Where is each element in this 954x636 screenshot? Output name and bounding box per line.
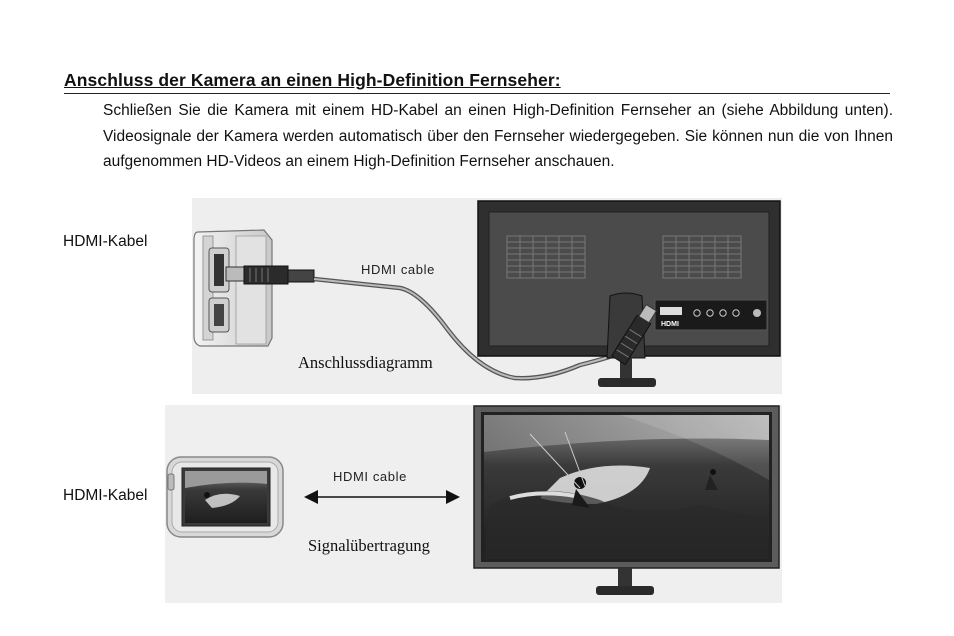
caption-connection-diagram: Anschlussdiagramm bbox=[298, 353, 433, 372]
cable-label-top: HDMI cable bbox=[361, 262, 435, 277]
camera-front-view bbox=[166, 456, 284, 538]
tv-hdmi-port-label: HDMI bbox=[661, 321, 679, 328]
hdmi-cable-label-top: HDMI-Kabel bbox=[63, 233, 148, 250]
section-heading: Anschluss der Kamera an einen High-Defin… bbox=[64, 70, 890, 94]
hdmi-plug-camera bbox=[225, 265, 315, 285]
tv-front-view bbox=[473, 405, 780, 595]
camera-side-view bbox=[193, 229, 273, 347]
double-arrow bbox=[304, 490, 460, 504]
cable-label-bottom: HDMI cable bbox=[333, 469, 407, 484]
caption-signal-transfer: Signalübertragung bbox=[308, 536, 430, 555]
hdmi-plug-tv bbox=[610, 303, 658, 366]
instruction-paragraph: Schließen Sie die Kamera mit einem HD-Ka… bbox=[103, 102, 893, 170]
hdmi-cable-label-bottom: HDMI-Kabel bbox=[63, 487, 148, 504]
